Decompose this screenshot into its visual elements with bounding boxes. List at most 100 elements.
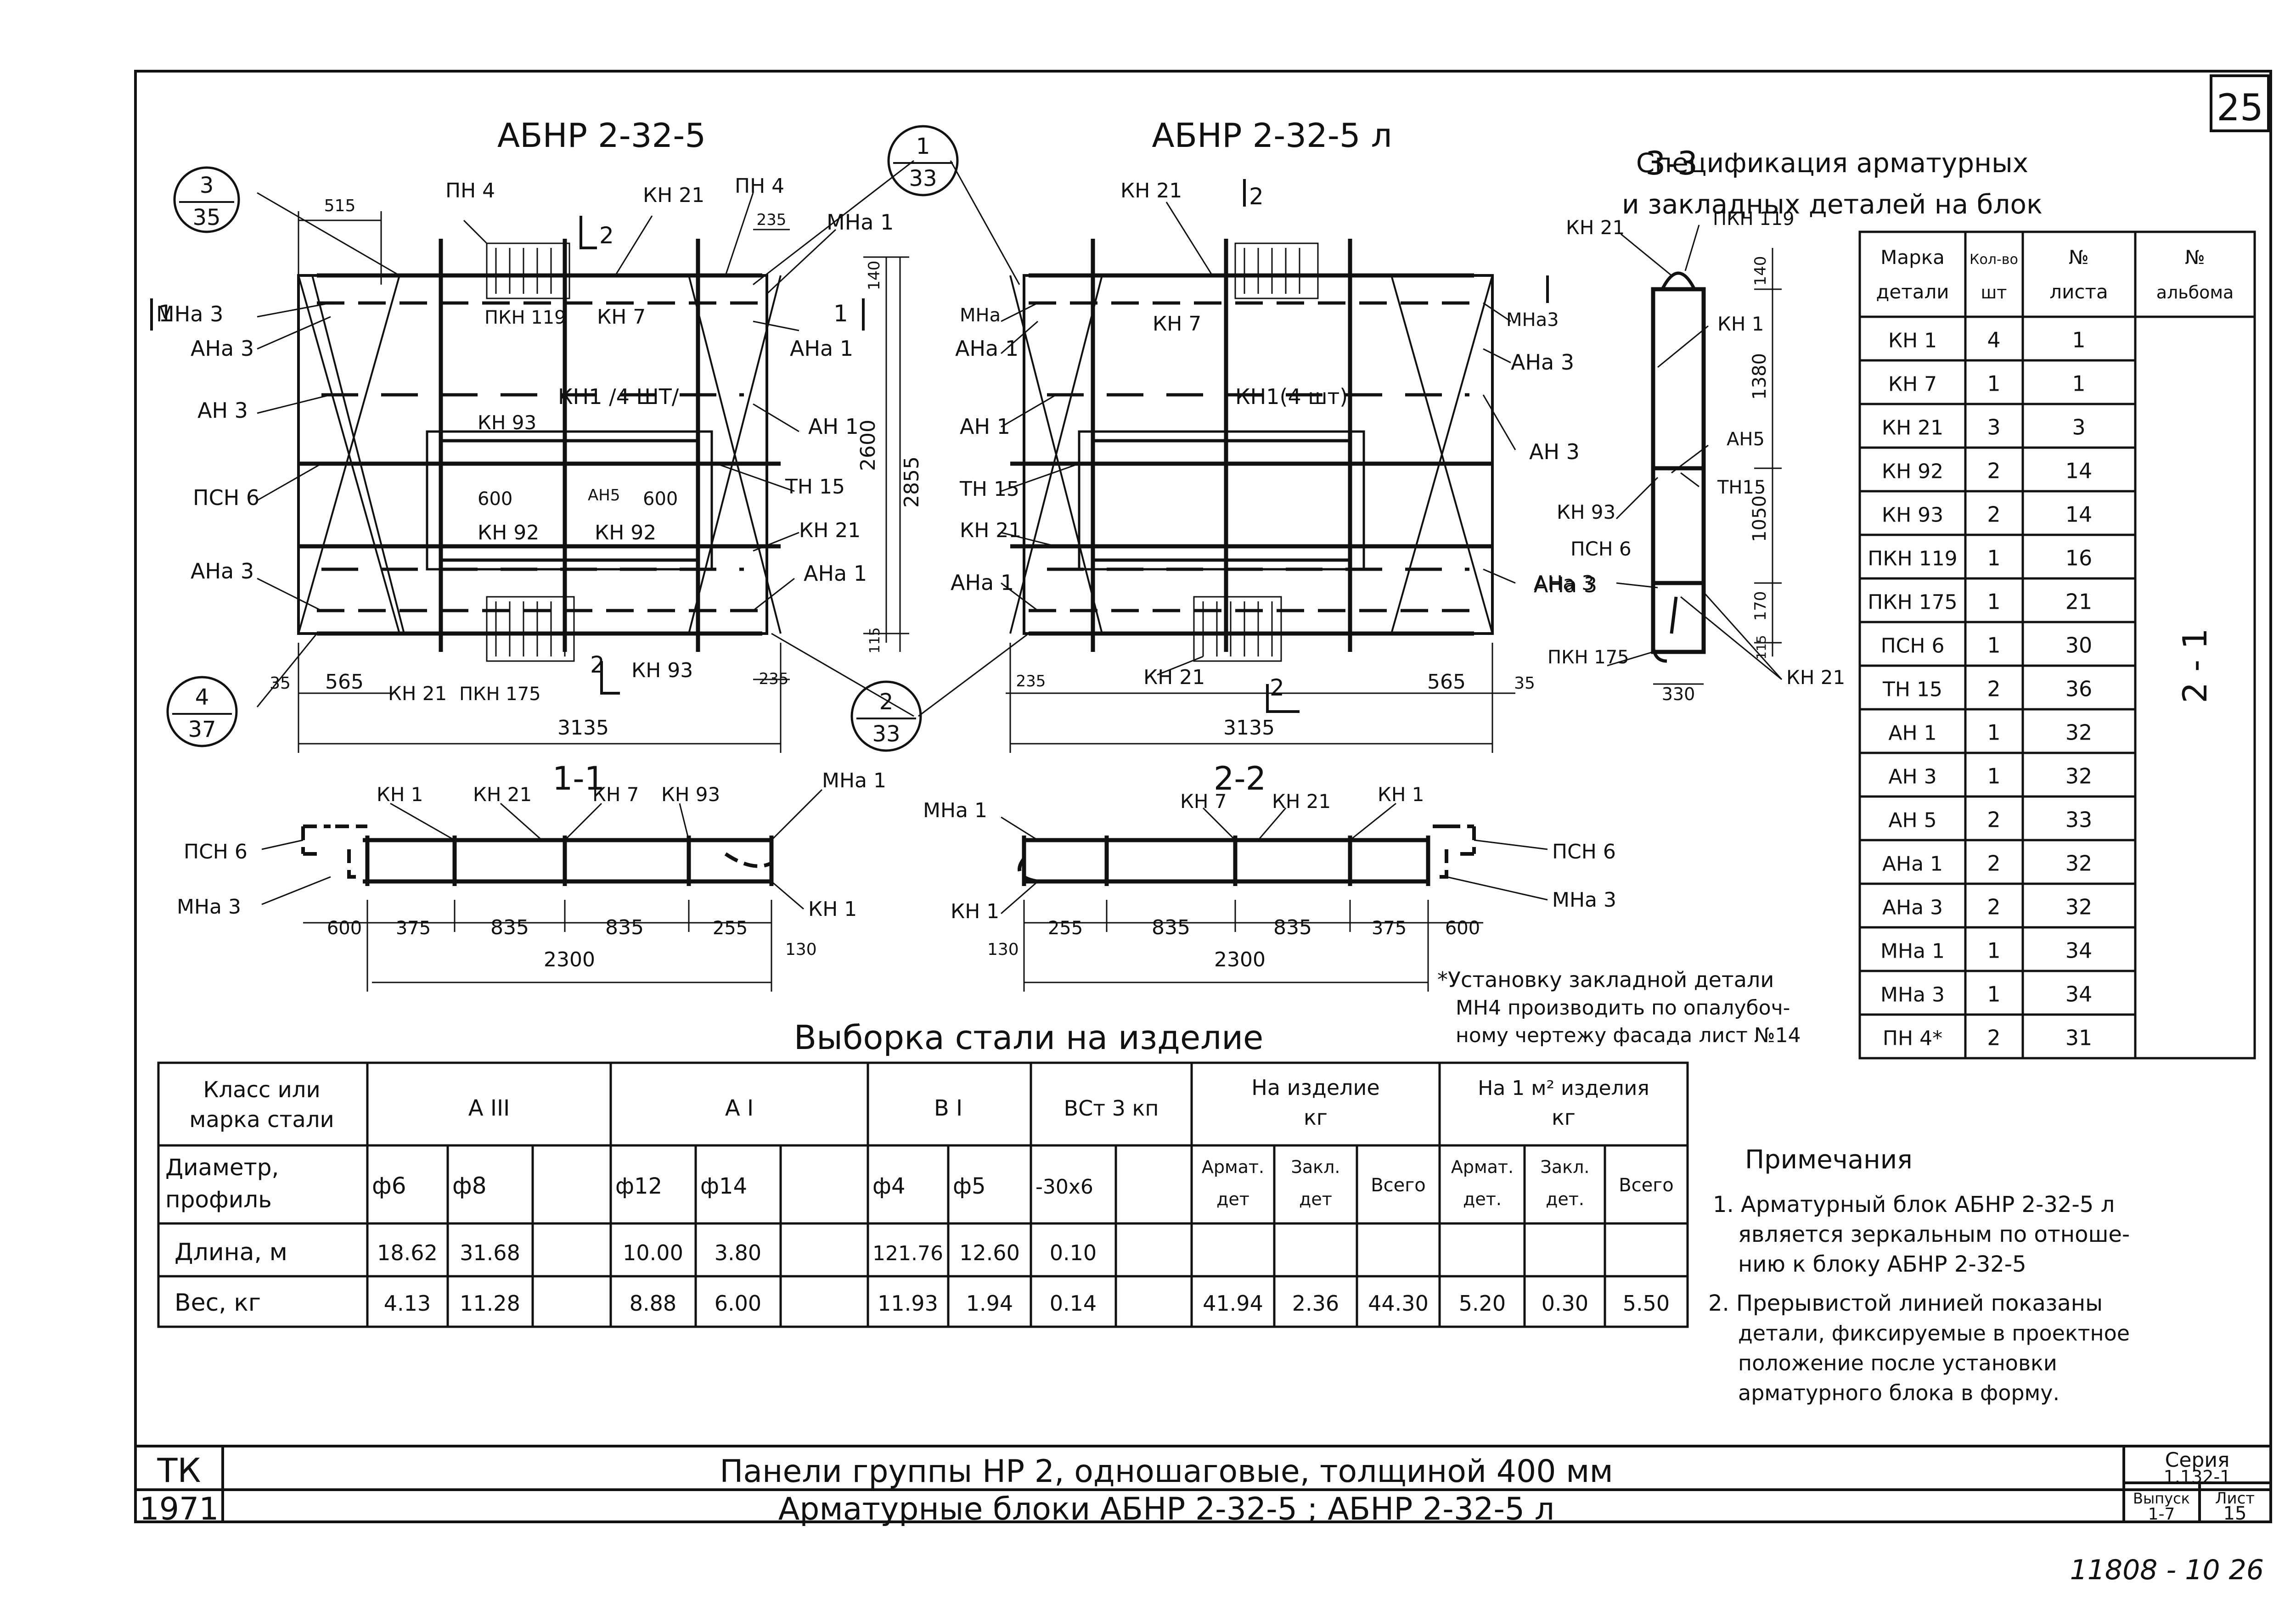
r-label-ana1-bottom: АНа 1 [951,570,1014,595]
label-th15: ТН 15 [785,475,845,499]
svg-text:нию к блоку АБНР 2-32-5: нию к блоку АБНР 2-32-5 [1738,1251,2026,1277]
s11-dim-2300: 2300 [544,948,595,971]
svg-text:6.00: 6.00 [715,1291,761,1316]
svg-text:33: 33 [872,721,900,747]
s22-label-kn1-left: КН 1 [951,900,999,923]
svg-text:ф14: ф14 [700,1173,747,1199]
spec-cell-sheet: 31 [2065,1026,2093,1050]
s22-dim-600: 600 [1445,918,1480,939]
section-3-3-title: 3-3 [1645,145,1698,182]
s11-dim-600: 600 [327,918,362,939]
s22-label-mna1: МНа 1 [923,799,987,822]
svg-text:8.88: 8.88 [630,1291,676,1316]
spec-cell-sheet: 14 [2065,502,2093,527]
svg-text:3: 3 [200,173,214,198]
left-plan-view [297,239,782,662]
r-label-an3: АН 3 [1529,439,1580,464]
svg-text:Всего: Всего [1619,1175,1674,1196]
spec-cell-mark: КН 21 [1882,416,1943,440]
s33-dim-1380: 1380 [1749,353,1770,400]
callout-2-33: 2 33 [850,680,922,752]
s11-label-kn21: КН 21 [473,783,532,806]
left-dim-3135: 3135 [557,716,609,740]
svg-text:0.30: 0.30 [1542,1291,1588,1316]
spec-cell-sheet: 32 [2065,895,2093,920]
svg-text:2. Прерывистой линией показаны: 2. Прерывистой линией показаны [1708,1290,2103,1316]
svg-text:4: 4 [195,684,209,710]
label-kn1-4sht: КН1 /4 ШТ/ [558,384,679,409]
svg-text:В I: В I [934,1095,962,1121]
section-3-3-labels: КН 21 ПКН 119 КН 1 АН5 ТН15 КН 93 ПСН 6 … [1534,208,1845,689]
left-dim-565: 565 [325,670,364,694]
left-plan-leaders [256,160,914,717]
cut-mark-2-right-bottom: 2 [1270,674,1284,701]
spec-cell-qty: 2 [1987,808,2000,832]
spec-cell-sheet: 1 [2072,371,2085,396]
spec-cell-sheet: 1 [2072,328,2085,353]
svg-text:альбома: альбома [2156,282,2234,303]
svg-text:арматурного блока в форму.: арматурного блока в форму. [1738,1380,2060,1405]
svg-text:Вес, кг: Вес, кг [174,1289,261,1317]
svg-text:кг: кг [1552,1105,1576,1130]
section-2-2-view [1018,825,1476,886]
title-line-1: Панели группы НР 2, одношаговые, толщино… [720,1453,1613,1490]
spec-cell-qty: 2 [1987,502,2000,527]
svg-text:ф5: ф5 [953,1173,986,1199]
right-dim-235: 235 [1016,672,1046,690]
svg-text:положение после установки: положение после установки [1738,1351,2057,1375]
svg-text:1.94: 1.94 [966,1291,1013,1316]
svg-text:На 1 м² изделия: На 1 м² изделия [1478,1077,1649,1100]
svg-text:А I: А I [725,1095,754,1121]
spec-cell-qty: 1 [1987,938,2000,963]
spec-cell-sheet: 32 [2065,764,2093,789]
s22-dim-835-a: 835 [1152,916,1190,939]
spec-cell-sheet: 32 [2065,720,2093,745]
cut-mark-1-left: 1 [158,300,173,327]
svg-text:Армат.: Армат. [1202,1157,1264,1177]
label-ana3-bottom: АНа 3 [191,559,254,583]
spec-cell-mark: ПКН 119 [1868,547,1957,571]
label-ana1-bottom: АНа 1 [804,561,867,586]
section-1-1-title: 1-1 [552,760,605,797]
spec-title-1: Спецификация арматурных [1636,147,2028,179]
title-year: 1971 [139,1491,219,1527]
spec-cell-qty: 1 [1987,982,2000,1007]
spec-cell-qty: 3 [1987,415,2000,440]
steel-row-length: Длина, м 18.62 31.68 10.00 3.80 121.76 1… [174,1239,1097,1266]
right-dim-3135: 3135 [1223,716,1275,740]
right-dim-35: 35 [1514,674,1535,693]
title-series-value: 1.132-1 [2164,1467,2231,1487]
svg-text:Длина, м: Длина, м [174,1239,287,1266]
s22-label-psn6: ПСН 6 [1552,840,1616,864]
r-label-mna3: МНа3 [1506,309,1559,331]
svg-text:33: 33 [909,166,937,191]
svg-text:дет: дет [1216,1189,1249,1209]
svg-text:листа: листа [2049,280,2108,303]
left-dim-140: 140 [865,261,884,291]
svg-text:дет: дет [1299,1189,1332,1209]
svg-text:дет.: дет. [1546,1189,1584,1209]
spec-cell-mark: МНа 1 [1880,940,1945,963]
label-kn93-bottom: КН 93 [631,659,693,682]
svg-text:ф4: ф4 [872,1173,906,1199]
svg-text:44.30: 44.30 [1368,1291,1429,1316]
s11-dim-835-b: 835 [605,916,644,939]
spec-cell-sheet: 30 [2065,633,2093,658]
cut-mark-1-right: 1 [833,300,848,327]
section-1-1-dimensions [303,900,772,992]
steel-title: Выборка стали на изделие [794,1018,1264,1057]
label-pkn119: ПКН 119 [484,307,566,328]
label-pkn175: ПКН 175 [459,684,541,705]
label-kn21-mid: КН 21 [799,519,861,542]
svg-text:11.28: 11.28 [460,1291,520,1316]
steel-row-weight: Вес, кг 4.13 11.28 8.88 6.00 11.93 1.94 … [174,1289,1670,1317]
s33-dim-1050: 1050 [1749,495,1770,542]
title-series-label: Серия [2165,1448,2230,1472]
left-dim-2855: 2855 [900,456,923,508]
s11-label-kn1: КН 1 [377,783,423,806]
spec-cell-qty: 2 [1987,895,2000,920]
spec-cell-mark: АН 3 [1888,765,1936,789]
label-an3: АН 3 [197,398,248,423]
spec-cell-qty: 1 [1987,764,2000,789]
